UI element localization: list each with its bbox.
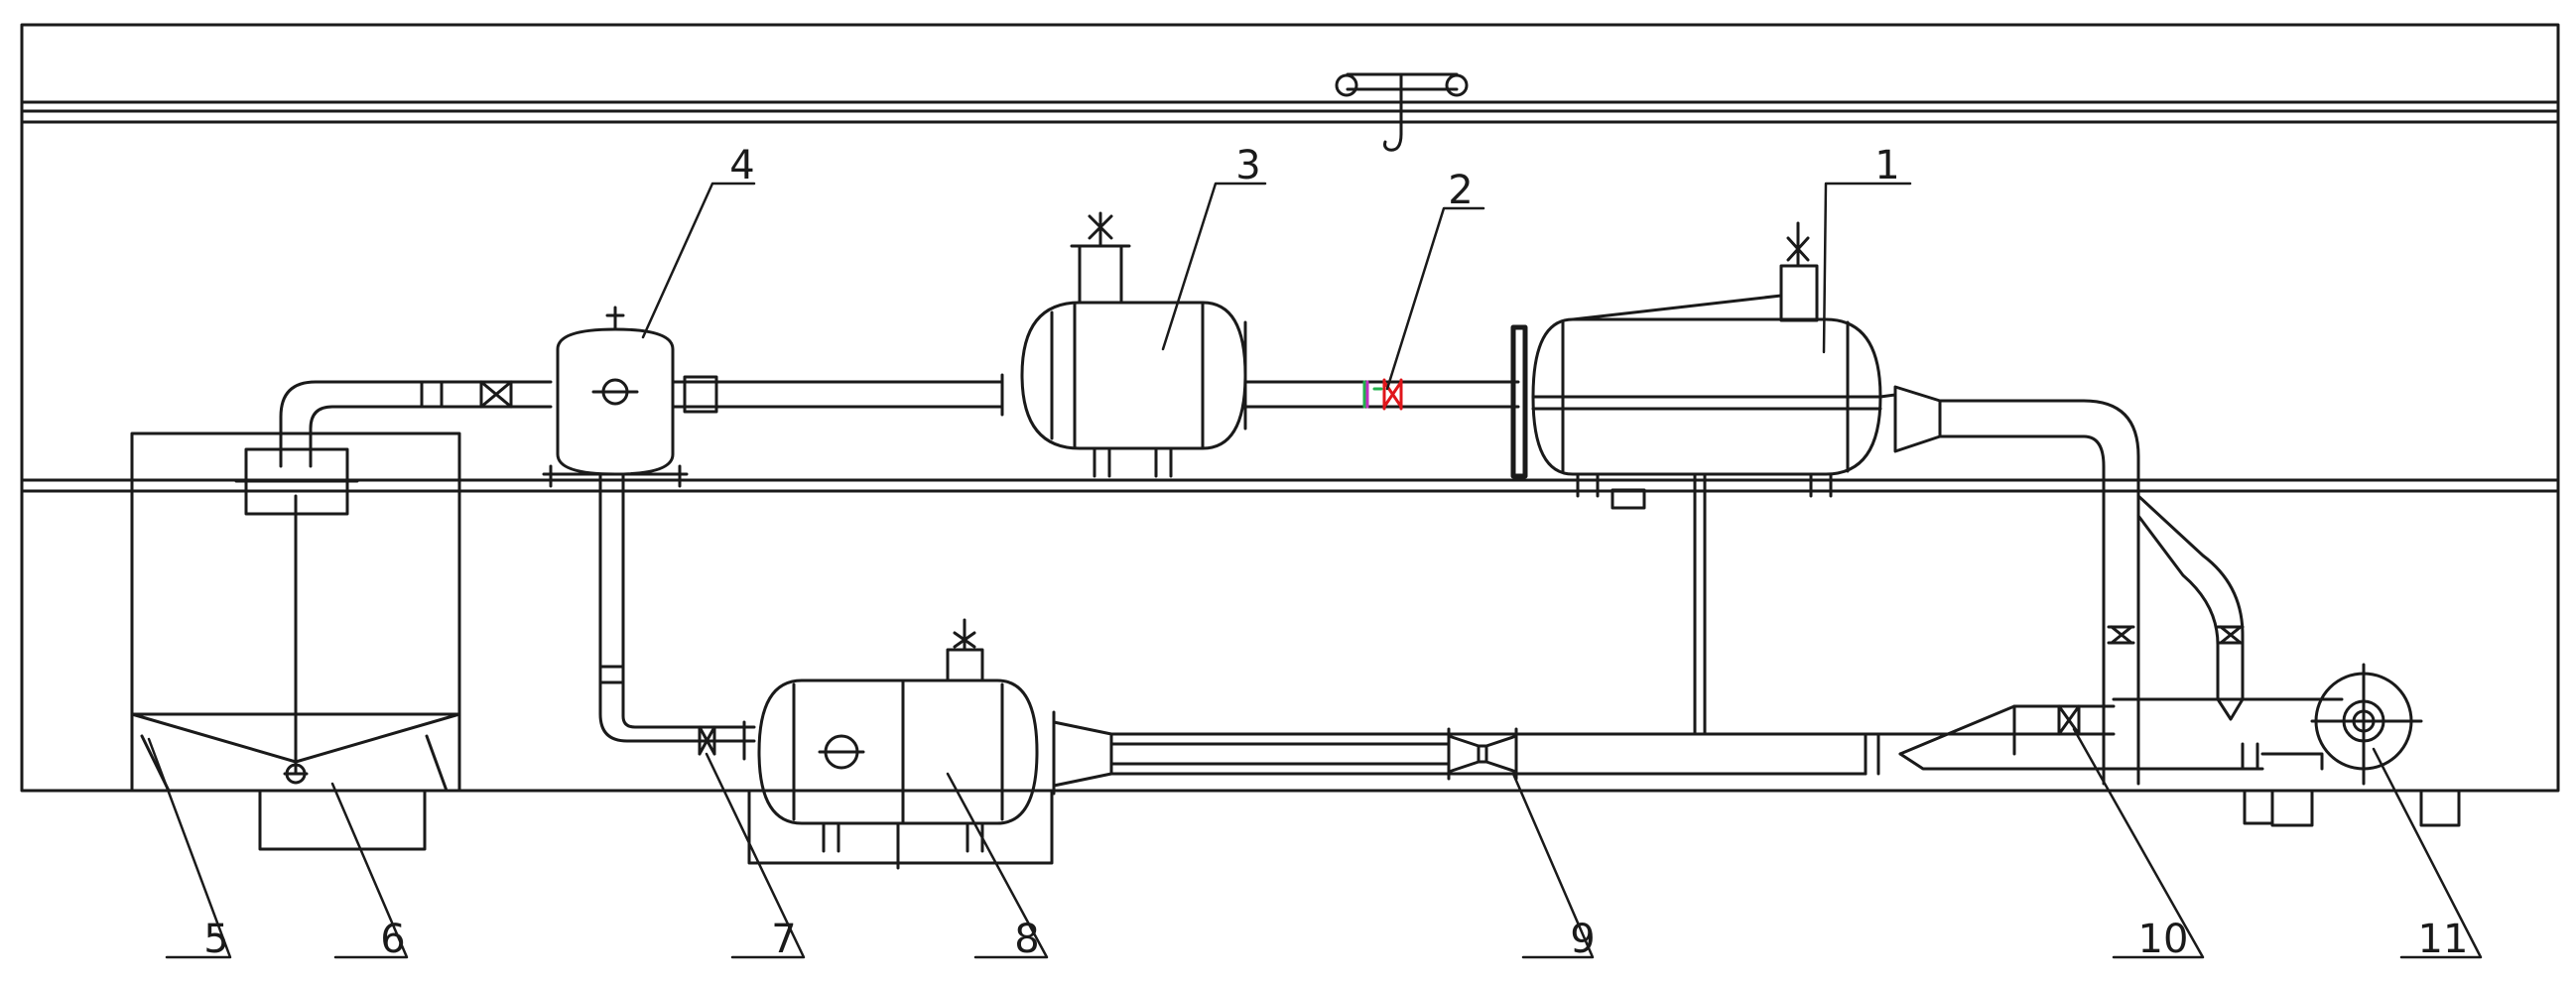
vessel-3 (1020, 211, 1520, 478)
label-2: 2 (1448, 168, 1473, 213)
label-6: 6 (380, 917, 405, 962)
label-4: 4 (729, 143, 754, 188)
pump-11 (2260, 663, 2423, 786)
label-5: 5 (203, 917, 228, 962)
label-10: 10 (2138, 917, 2189, 962)
label-3: 3 (1235, 143, 1260, 188)
crane-hook (1335, 72, 1469, 152)
ejector-10 (1864, 697, 2344, 776)
separator-vessel (542, 306, 1004, 743)
label-11: 11 (2418, 917, 2469, 962)
venturi-9 (1447, 727, 1518, 781)
label-9: 9 (1570, 917, 1595, 962)
valve-7 (698, 720, 746, 761)
label-7: 7 (771, 917, 796, 962)
building-frame (20, 23, 2560, 865)
vessel-8 (757, 618, 2116, 870)
valve-2 (1362, 378, 1403, 411)
label-8: 8 (1014, 917, 1039, 962)
leader-lines (147, 182, 2483, 959)
vessel-1 (1510, 221, 2245, 786)
component-labels: 1 2 3 4 5 6 7 8 9 10 11 (203, 143, 2468, 962)
tank-inlet-pipe (279, 380, 553, 468)
label-1: 1 (1874, 143, 1899, 188)
settling-tank (130, 432, 461, 793)
